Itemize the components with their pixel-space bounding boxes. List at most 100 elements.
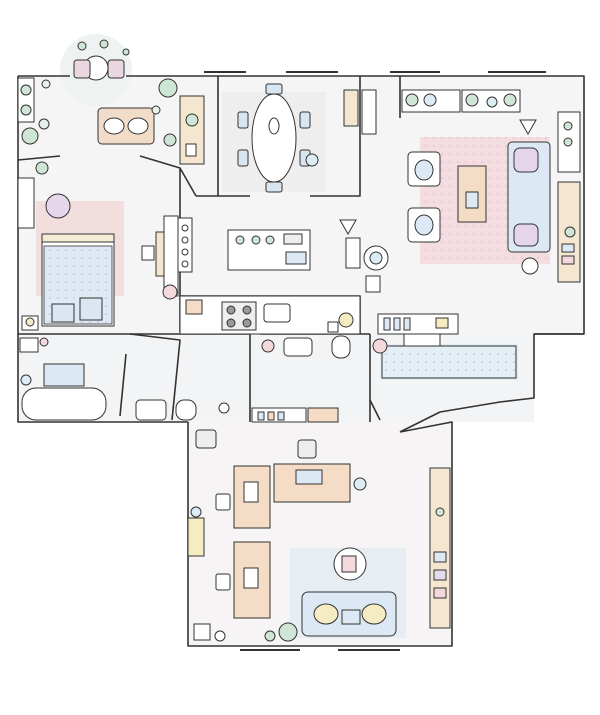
cushion bbox=[361, 603, 387, 625]
plant-icon bbox=[38, 118, 50, 130]
plant-icon bbox=[423, 93, 437, 107]
bookshelf bbox=[429, 467, 451, 629]
sink-icon bbox=[283, 337, 313, 357]
bathtub-icon bbox=[21, 387, 107, 421]
stove-icon bbox=[221, 301, 257, 331]
cushion bbox=[103, 117, 125, 135]
book bbox=[465, 191, 479, 209]
book bbox=[393, 317, 401, 331]
book bbox=[433, 569, 447, 581]
pillow bbox=[79, 297, 103, 321]
cushion bbox=[414, 214, 434, 236]
plate bbox=[268, 117, 280, 135]
floors bbox=[18, 34, 584, 646]
box bbox=[435, 317, 449, 329]
desk-icon bbox=[233, 541, 271, 619]
monitor bbox=[243, 567, 259, 589]
armchair-icon bbox=[297, 439, 317, 459]
chair bbox=[215, 573, 231, 591]
monitor bbox=[243, 481, 259, 503]
book bbox=[403, 317, 411, 331]
box bbox=[365, 275, 381, 293]
plant-icon bbox=[190, 506, 202, 518]
plant-icon bbox=[278, 622, 298, 642]
plant-icon bbox=[218, 402, 230, 414]
office bbox=[187, 429, 451, 642]
cushion bbox=[127, 117, 149, 135]
chair bbox=[265, 181, 283, 193]
burner bbox=[226, 305, 236, 315]
book bbox=[341, 609, 361, 625]
plant-icon bbox=[77, 41, 87, 51]
bench bbox=[381, 345, 517, 379]
plant-icon bbox=[122, 48, 130, 56]
lamp bbox=[339, 219, 357, 236]
chair bbox=[141, 245, 155, 261]
book bbox=[257, 411, 265, 421]
dining-room bbox=[237, 83, 377, 193]
plant-icon bbox=[20, 104, 32, 116]
book bbox=[383, 317, 391, 331]
windows bbox=[204, 71, 546, 651]
sofa-icon bbox=[97, 107, 155, 145]
living-wall bbox=[399, 76, 584, 335]
jar bbox=[181, 260, 189, 268]
book bbox=[267, 411, 275, 421]
plant-icon bbox=[563, 137, 573, 147]
fridge bbox=[163, 215, 179, 297]
armchair-icon bbox=[195, 429, 217, 449]
armchair-icon bbox=[73, 59, 91, 79]
toilet bbox=[251, 335, 351, 423]
cushion bbox=[513, 223, 539, 247]
cabinet bbox=[193, 623, 211, 641]
plant-icon bbox=[305, 153, 319, 167]
dining-table-icon bbox=[251, 93, 297, 183]
burner bbox=[242, 305, 252, 315]
plant-icon bbox=[435, 507, 445, 517]
plant-icon bbox=[20, 374, 32, 386]
stool bbox=[235, 235, 245, 245]
chair bbox=[265, 83, 283, 95]
box bbox=[185, 143, 197, 157]
jar bbox=[181, 248, 189, 256]
sink-icon bbox=[263, 303, 291, 323]
cushion bbox=[414, 159, 434, 181]
plant-icon bbox=[162, 284, 178, 300]
plant-icon bbox=[564, 226, 576, 238]
sink-icon bbox=[135, 399, 167, 421]
book bbox=[433, 551, 447, 563]
chair bbox=[299, 111, 311, 129]
book bbox=[277, 411, 285, 421]
bookshelf bbox=[187, 517, 205, 557]
plant-icon bbox=[20, 84, 32, 96]
cushion bbox=[513, 147, 539, 173]
bath-mat bbox=[43, 363, 85, 387]
shoe-rack bbox=[403, 333, 441, 347]
outer-wall bbox=[17, 75, 585, 647]
chair bbox=[237, 149, 249, 167]
jar bbox=[181, 224, 189, 232]
headboard bbox=[41, 233, 115, 243]
wardrobe bbox=[17, 177, 35, 229]
sideboard bbox=[361, 89, 377, 135]
shelf bbox=[177, 217, 193, 273]
plant-icon bbox=[214, 630, 226, 642]
plant-icon bbox=[39, 337, 49, 347]
side-table bbox=[521, 257, 539, 275]
appliance bbox=[185, 299, 203, 315]
book bbox=[433, 587, 447, 599]
sideboard bbox=[343, 89, 359, 127]
plant-icon bbox=[163, 133, 177, 147]
armchair-icon bbox=[107, 59, 125, 79]
armchair-icon bbox=[45, 193, 71, 219]
bath-wall bbox=[119, 333, 181, 421]
chair bbox=[237, 111, 249, 129]
plant-icon bbox=[369, 251, 383, 265]
plant-icon bbox=[264, 630, 276, 642]
cushion bbox=[313, 603, 339, 625]
plant-icon bbox=[151, 105, 161, 115]
plant-icon bbox=[261, 339, 275, 353]
hall-bench-rug-pattern bbox=[380, 344, 518, 380]
plant-icon bbox=[99, 39, 109, 49]
